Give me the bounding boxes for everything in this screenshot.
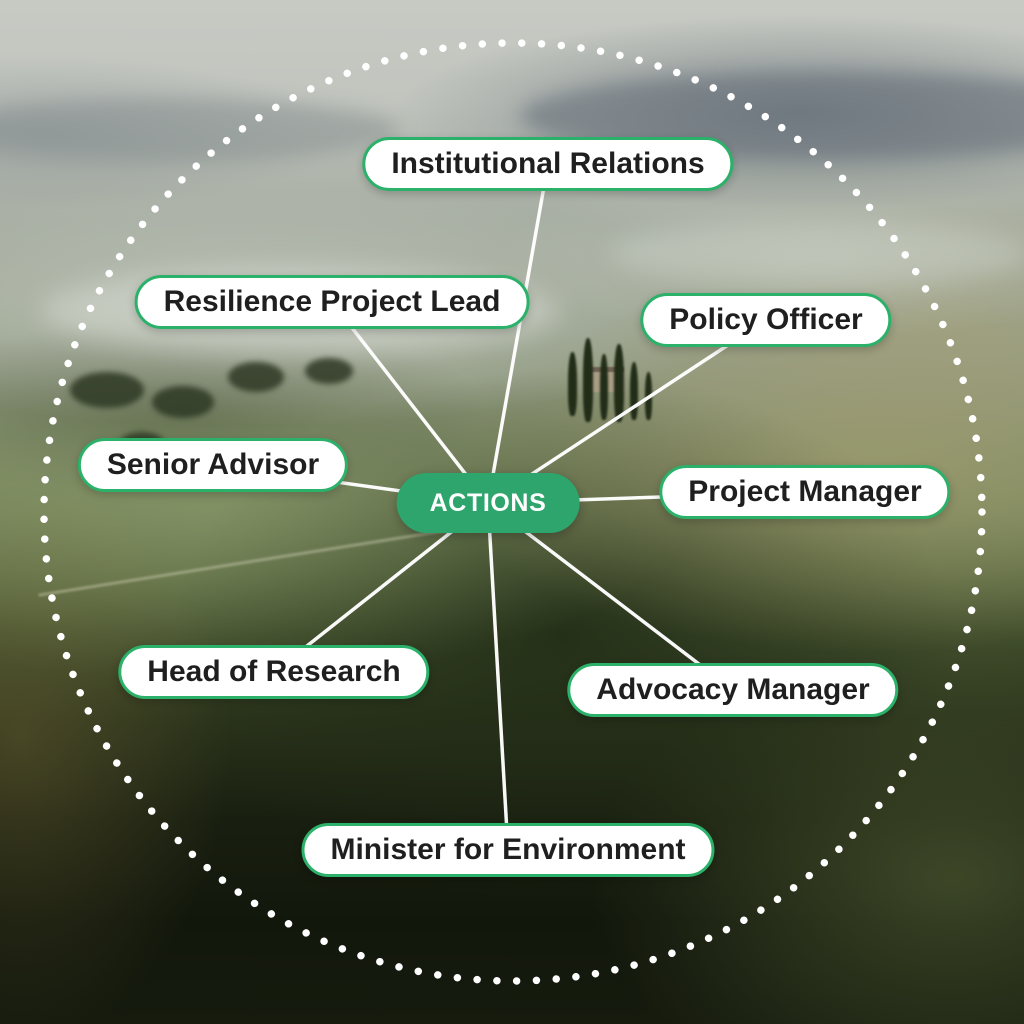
tree-cluster [152, 386, 214, 418]
node-minister-for-environment[interactable]: Minister for Environment [301, 823, 715, 877]
node-head-of-research[interactable]: Head of Research [118, 645, 430, 699]
node-policy-officer[interactable]: Policy Officer [640, 293, 892, 347]
tree-cluster [70, 372, 144, 408]
node-senior-advisor[interactable]: Senior Advisor [77, 438, 349, 492]
node-project-manager[interactable]: Project Manager [659, 465, 951, 519]
connector-line-minister-for-environment [486, 502, 510, 851]
connector-line-institutional-relations [486, 163, 550, 504]
fog-patch [610, 222, 1024, 286]
cypress-tree [614, 344, 624, 422]
distant-mountain-ridge [0, 98, 400, 162]
connector-line-resilience-project-lead [330, 300, 490, 505]
node-institutional-relations[interactable]: Institutional Relations [362, 137, 734, 191]
node-resilience-project-lead[interactable]: Resilience Project Lead [134, 275, 530, 329]
center-node-actions[interactable]: ACTIONS [396, 473, 580, 533]
dotted-circle-border [40, 39, 986, 985]
cypress-tree [630, 362, 638, 420]
cypress-tree [600, 354, 608, 420]
connector-line-advocacy-manager [486, 501, 735, 692]
tree-cluster [228, 362, 284, 392]
cypress-tree [583, 338, 593, 422]
tree-cluster [305, 358, 353, 384]
cypress-tree [568, 352, 577, 416]
node-advocacy-manager[interactable]: Advocacy Manager [567, 663, 899, 717]
connector-line-policy-officer [487, 318, 767, 505]
